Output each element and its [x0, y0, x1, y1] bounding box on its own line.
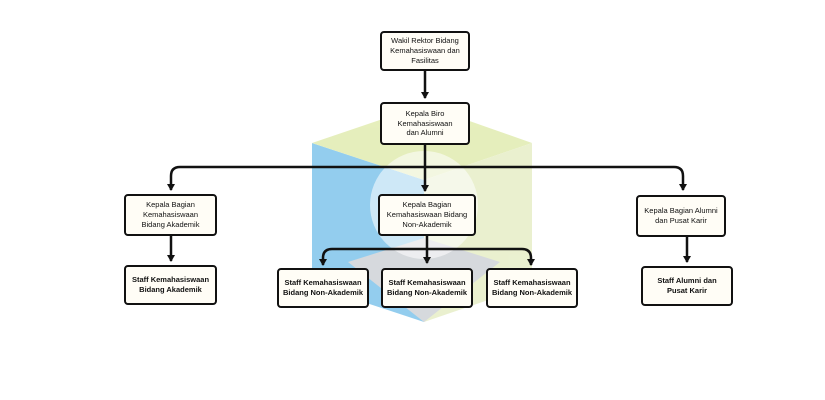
node-staff-alumni: Staff Alumni dan Pusat Karir [641, 266, 733, 306]
node-staff-non-akademik-2: Staff Kemahasiswaan Bidang Non-Akademik [381, 268, 473, 308]
node-staff-akademik: Staff Kemahasiswaan Bidang Akademik [124, 265, 217, 305]
node-staff-non-akademik-3: Staff Kemahasiswaan Bidang Non-Akademik [486, 268, 578, 308]
node-kabag-non-akademik: Kepala Bagian Kemahasiswaan Bidang Non-A… [378, 194, 476, 236]
connectors [167, 70, 691, 266]
node-kepala-biro: Kepala Biro Kemahasiswaan dan Alumni [380, 102, 470, 145]
connector-nonakademik-left [319, 247, 427, 266]
connector-branch-right [425, 165, 687, 191]
connector-branch-left [167, 165, 425, 191]
node-kabag-alumni: Kepala Bagian Alumni dan Pusat Karir [636, 195, 726, 237]
node-staff-non-akademik-1: Staff Kemahasiswaan Bidang Non-Akademik [277, 268, 369, 308]
node-kabag-akademik: Kepala Bagian Kemahasiswaan Bidang Akade… [124, 194, 217, 236]
connector-nonakademik-right [427, 247, 535, 266]
node-wakil-rektor: Wakil Rektor Bidang Kemahasiswaan dan Fa… [380, 31, 470, 71]
